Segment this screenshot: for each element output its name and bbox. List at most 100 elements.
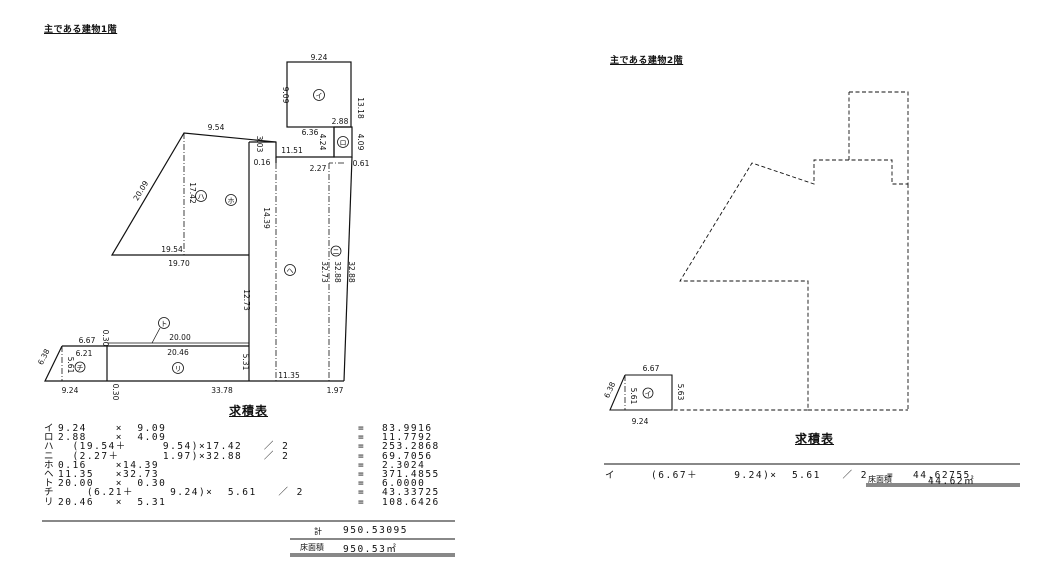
floor1-leader-to — [151, 327, 161, 344]
floor1-area-value: 950.53㎡ — [343, 544, 398, 555]
floor1-row-res: 2.3024 — [382, 459, 426, 471]
floor1-row-expr: (2.27＋ 1.97)×32.88 ／ 2 — [58, 450, 290, 462]
floor1-dim-667: 6.67 — [79, 336, 96, 345]
floor1-row-expr: 11.35 ×32.73 — [58, 468, 160, 480]
floor1-mark-i-circle — [313, 89, 325, 101]
floor1-row-mark: イ — [44, 423, 56, 434]
floor1-mark-ri-circle — [172, 362, 184, 374]
floor1-dim-3288a: 32.88 — [333, 261, 342, 283]
floor1-row-eq: = — [358, 432, 366, 444]
floor1-row-mark: ホ — [44, 459, 56, 471]
floor1-dim-409: 4.09 — [356, 134, 365, 151]
floor1-room-i — [286, 61, 352, 128]
floor1-dim-288: 2.88 — [332, 117, 349, 126]
floor1-dim-3273: 32.73 — [320, 261, 329, 283]
floor1-row-res: 11.7792 — [382, 432, 433, 444]
floor1-row-eq: = — [358, 441, 366, 453]
floor1-dim-636: 6.36 — [302, 128, 319, 137]
floor1-row-mark: チ — [44, 487, 56, 499]
floor1-calc-row: ニ (2.27＋ 1.97)×32.88 ／ 2=69.7056 — [44, 450, 472, 462]
floor1-row-mark: ヘ — [44, 468, 56, 480]
floor1-mark-ho-circle — [225, 194, 237, 206]
floor1-dim-924-top: 9.24 — [311, 53, 328, 62]
floor2-row-expr: (6.67＋ 9.24)× 5.61 ／ 2 — [651, 470, 868, 482]
floor1-row-res: 83.9916 — [382, 423, 433, 434]
floor2-row-res: 44.62755 — [913, 470, 971, 482]
floor1-dim-924-bot: 9.24 — [62, 386, 79, 395]
floor2-dim-563: 5.63 — [676, 384, 685, 401]
floor1-mark-ha: ハ — [198, 193, 205, 201]
floor1-dim-424: 4.24 — [318, 134, 327, 151]
floor1-row-expr: 9.24 × 9.09 — [58, 423, 167, 434]
floor2-area-value: 44.62㎡ — [928, 476, 976, 487]
floor1-row-mark: ト — [44, 478, 56, 490]
floor1-table-title: 求積表 — [229, 404, 269, 418]
floor2-dim-638: 6.38 — [602, 380, 617, 399]
floor1-dim-2009: 20.09 — [131, 179, 150, 202]
floor1-dim-1318: 13.18 — [356, 97, 365, 119]
floor2-outline-dashed — [672, 159, 849, 411]
floor1-mark-he-circle — [284, 264, 296, 276]
floor1-row-expr: 0.16 ×14.39 — [58, 459, 160, 471]
floor1-mark-he: ヘ — [287, 267, 294, 275]
floor2-title: 主である建物2階 — [610, 56, 684, 66]
floor1-dim-303: 3.03 — [255, 136, 264, 153]
floor1-dim-030b: 0.30 — [111, 384, 120, 401]
floor1-dim-061: 0.61 — [353, 159, 370, 168]
floor1-mark-ro: ロ — [340, 139, 347, 147]
floor2-dim-924: 9.24 — [632, 417, 649, 426]
floor1-row-res: 253.2868 — [382, 441, 440, 453]
floor2-area-label: 床面積 — [868, 475, 892, 484]
floor1-dim-1954: 19.54 — [161, 245, 183, 254]
floor1-mark-chi: チ — [77, 364, 84, 372]
floor2-dim-667: 6.67 — [643, 364, 660, 373]
floor1-row-eq: = — [358, 478, 366, 490]
floor1-calc-row: チ (6.21＋ 9.24)× 5.61 ／ 2=43.33725 — [44, 487, 472, 499]
floor1-dim-1439: 14.39 — [262, 207, 271, 229]
floor1-wall-right — [343, 156, 353, 382]
floor1-row-res: 69.7056 — [382, 450, 433, 462]
floor1-mark-to: ト — [161, 320, 168, 328]
floor2-mark-i-circle — [642, 387, 654, 399]
floor2-table-title: 求積表 — [795, 432, 835, 446]
floor2-mark-i: イ — [645, 390, 652, 398]
floor1-dim-909: 9.09 — [281, 87, 290, 104]
floor1-row-res: 371.4855 — [382, 468, 440, 480]
floor1-row-mark: ロ — [44, 432, 56, 444]
floor1-mark-ni-circle — [330, 245, 342, 257]
floor1-dim-531: 5.31 — [241, 354, 250, 371]
floor1-row-mark: ハ — [44, 441, 56, 453]
floor2-room-i — [609, 374, 673, 411]
floor1-row-expr: (6.21＋ 9.24)× 5.61 ／ 2 — [58, 487, 304, 499]
floor2-dim-561: 5.61 — [629, 388, 638, 405]
floor1-area-label: 床面積 — [300, 543, 324, 552]
floor1-dim-621: 6.21 — [76, 349, 93, 358]
floor1-dim-2046: 20.46 — [167, 348, 189, 357]
floor2-calc-row: イ (6.67＋ 9.24)× 5.61 ／ 2 = 44.62755 — [605, 470, 971, 482]
floor1-dim-1742: 17.42 — [188, 182, 197, 204]
floor1-mark-ho: ホ — [228, 197, 235, 205]
floor1-mark-ri: リ — [175, 365, 182, 373]
floor1-row-mark: リ — [44, 496, 56, 508]
floor1-dim-197: 1.97 — [327, 386, 344, 395]
floor1-row-res: 108.6426 — [382, 496, 440, 508]
floor1-row-res: 43.33725 — [382, 487, 440, 499]
floor2-row-eq: = — [887, 470, 895, 482]
floor1-mark-ha-circle — [195, 190, 207, 202]
floor1-row-expr: 2.88 × 4.09 — [58, 432, 167, 444]
floor2-upper-dashed — [848, 91, 909, 185]
floor1-dim-016: 0.16 — [254, 158, 271, 167]
floor1-dim-2000: 20.00 — [169, 333, 191, 342]
floor2-calc-table: イ (6.67＋ 9.24)× 5.61 ／ 2 = 44.62755 — [605, 453, 971, 499]
floor1-row-res: 6.0000 — [382, 478, 426, 490]
floor1-row-eq: = — [358, 450, 366, 462]
floor1-row-eq: = — [358, 423, 366, 434]
floor1-dim-1151: 11.51 — [281, 146, 303, 155]
floor1-dim-561: 5.61 — [66, 357, 75, 374]
